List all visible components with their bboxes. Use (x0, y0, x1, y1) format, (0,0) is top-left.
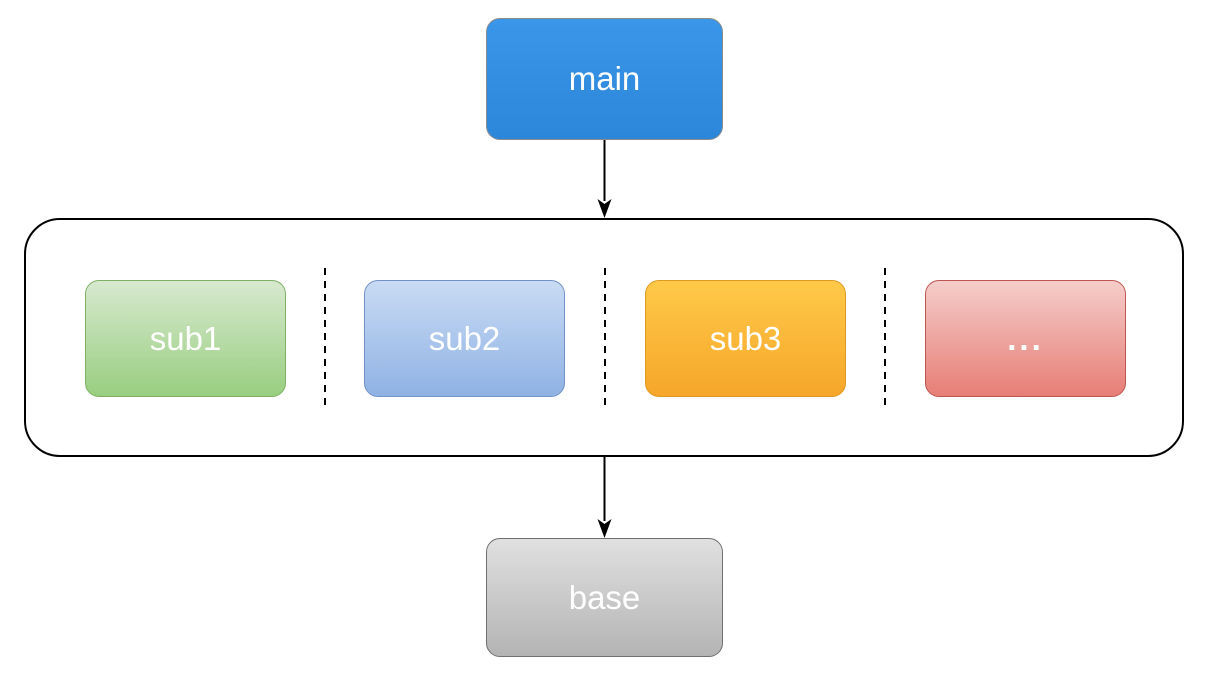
dashed-separator-1 (324, 268, 326, 408)
node-main-label: main (568, 60, 641, 97)
arrowhead-down-icon (597, 519, 612, 538)
node-sub1: sub1 (85, 280, 286, 397)
node-base: base (486, 538, 723, 657)
node-sub1-label: sub1 (149, 319, 222, 357)
dashed-separator-3 (884, 268, 886, 408)
arrowhead-down-icon (597, 199, 612, 218)
node-main: main (486, 18, 723, 140)
node-sub2: sub2 (364, 280, 565, 397)
arrow-main-to-container (597, 140, 612, 218)
sub-container (24, 218, 1184, 457)
node-sub-ellipsis: ... (925, 280, 1126, 397)
dashed-separator-2 (604, 268, 606, 408)
node-base-label: base (568, 578, 641, 616)
node-sub-ellipsis-label: ... (1007, 319, 1044, 357)
node-sub3: sub3 (645, 280, 846, 397)
arrow-container-to-base (597, 457, 612, 538)
node-sub2-label: sub2 (428, 319, 501, 357)
node-sub3-label: sub3 (709, 319, 782, 357)
